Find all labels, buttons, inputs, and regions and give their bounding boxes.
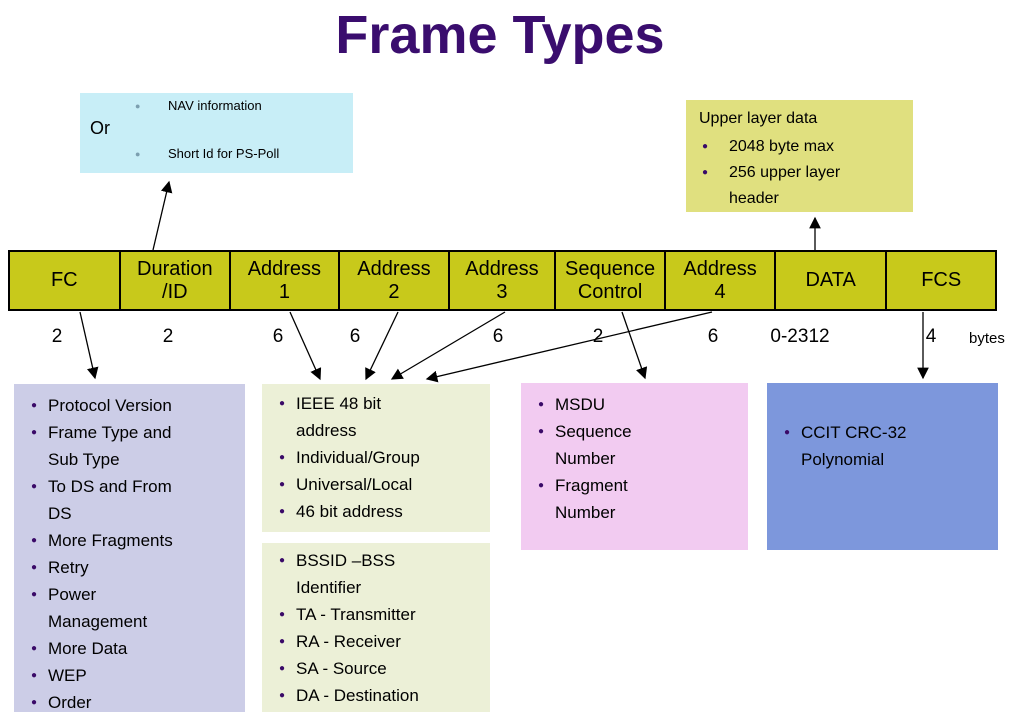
bullet-icon: ● [279,506,286,517]
frame-cell-address-4: Address 4 [664,252,774,309]
list-item: ●More Fragments [14,527,245,554]
address-note-box: ●IEEE 48 bit address ●Individual/Group ●… [262,384,490,532]
bullet-icon: ● [31,562,38,573]
nav-item-text: NAV information [168,98,262,113]
bullet-icon: ● [538,426,545,437]
list-item: ●SA - Source [262,655,490,682]
byte-count-address3: 6 [492,326,504,347]
bullet-icon: ● [279,479,286,490]
bullet-icon: ● [135,149,141,159]
nav-note-box: Or ● NAV information ● Short Id for PS-P… [80,93,353,173]
upper-layer-heading: Upper layer data [699,110,818,127]
sequence-note-box: ●MSDU ●Sequence Number ●Fragment Number [521,383,748,550]
bullet-icon: ● [31,481,38,492]
frame-cell-fcs: FCS [885,252,995,309]
list-item: ●46 bit address [262,498,490,525]
upper-item-text: 256 upper layer header [729,164,841,207]
bullet-icon: ● [279,398,286,409]
list-item: ●RA - Receiver [262,628,490,655]
list-item: ● Short Id for PS-Poll [135,146,279,162]
byte-count-address2: 6 [349,326,361,347]
upper-layer-list: ● 2048 byte max ● 256 upper layer header [686,130,913,212]
list-item: ●Retry [14,554,245,581]
bullet-icon: ● [702,167,709,178]
frame-cell-duration-id: Duration /ID [118,252,230,309]
frame-structure-bar: FC Duration /ID Address 1 Address 2 Addr… [8,250,997,311]
bullet-icon: ● [538,399,545,410]
bullet-icon: ● [31,643,38,654]
upper-layer-note-box: Upper layer data ● 2048 byte max ● 256 u… [686,100,913,212]
fcs-list: ●CCIT CRC-32 Polynomial [767,383,998,473]
frame-cell-address-3: Address 3 [448,252,554,309]
arrow-address3-to-address-note [390,311,506,380]
frame-cell-data: DATA [773,252,886,309]
bullet-icon: ● [31,535,38,546]
list-item: ●MSDU [521,391,748,418]
list-item: ● NAV information [135,98,262,114]
bullet-icon: ● [279,609,286,620]
list-item: ●CCIT CRC-32 Polynomial [767,419,998,473]
byte-count-data: 0-2312 [770,326,830,347]
bullet-icon: ● [538,480,545,491]
arrow-address4-to-address-note [425,311,713,383]
list-item: ● 256 upper layer header [686,160,913,212]
byte-count-sequence: 2 [592,326,604,347]
list-item: ● 2048 byte max [686,134,913,160]
list-item: ●IEEE 48 bit address [262,390,490,444]
list-item: ●Fragment Number [521,472,748,526]
frame-cell-address-1: Address 1 [229,252,338,309]
list-item: ●WEP [14,662,245,689]
fc-flags-list: ●Protocol Version ●Frame Type and Sub Ty… [14,384,245,712]
sequence-list: ●MSDU ●Sequence Number ●Fragment Number [521,383,748,526]
frame-cell-sequence-control: Sequence Control [553,252,665,309]
bullet-icon: ● [702,141,709,152]
list-item: ●To DS and From DS [14,473,245,527]
bssid-list: ●BSSID –BSS Identifier ●TA - Transmitter… [262,543,490,709]
bullet-icon: ● [31,400,38,411]
frame-cell-address-2: Address 2 [337,252,449,309]
upper-item-text: 2048 byte max [729,138,834,155]
arrow-duration-to-nav-note [152,180,173,251]
arrow-sequence-to-sequence-note [621,311,648,380]
bullet-icon: ● [31,670,38,681]
list-item: ●DA - Destination [262,682,490,709]
byte-count-fc: 2 [51,326,63,347]
bullet-icon: ● [31,697,38,708]
page-title: Frame Types [335,5,665,65]
bullet-icon: ● [784,427,791,438]
bullet-icon: ● [279,636,286,647]
or-label: Or [90,118,110,138]
arrow-fc-to-flags-note [79,311,99,380]
list-item: ●Power Management [14,581,245,635]
fcs-note-box: ●CCIT CRC-32 Polynomial [767,383,998,550]
frame-cell-fc: FC [50,269,78,291]
nav-item-text: Short Id for PS-Poll [168,146,280,161]
bullet-icon: ● [31,427,38,438]
list-item: ●Universal/Local [262,471,490,498]
bullet-icon: ● [31,589,38,600]
bullet-icon: ● [135,101,141,111]
bytes-unit-label: bytes [969,330,1005,347]
byte-count-address1: 6 [272,326,284,347]
list-item: ●BSSID –BSS Identifier [262,547,490,601]
list-item: ●Protocol Version [14,392,245,419]
bssid-note-box: ●BSSID –BSS Identifier ●TA - Transmitter… [262,543,490,712]
list-item: ●TA - Transmitter [262,601,490,628]
arrow-address2-to-address-note [365,311,399,381]
list-item: ●Order [14,689,245,712]
bullet-icon: ● [279,690,286,701]
address-list: ●IEEE 48 bit address ●Individual/Group ●… [262,384,490,525]
list-item: ●Sequence Number [521,418,748,472]
arrow-address1-to-address-note [289,311,322,381]
byte-count-duration: 2 [162,326,174,347]
list-item: ●More Data [14,635,245,662]
bullet-icon: ● [279,663,286,674]
fc-flags-note-box: ●Protocol Version ●Frame Type and Sub Ty… [14,384,245,712]
byte-count-address4: 6 [707,326,719,347]
bullet-icon: ● [279,452,286,463]
byte-count-fcs: 4 [925,326,937,347]
bullet-icon: ● [279,555,286,566]
list-item: ●Individual/Group [262,444,490,471]
list-item: ●Frame Type and Sub Type [14,419,245,473]
